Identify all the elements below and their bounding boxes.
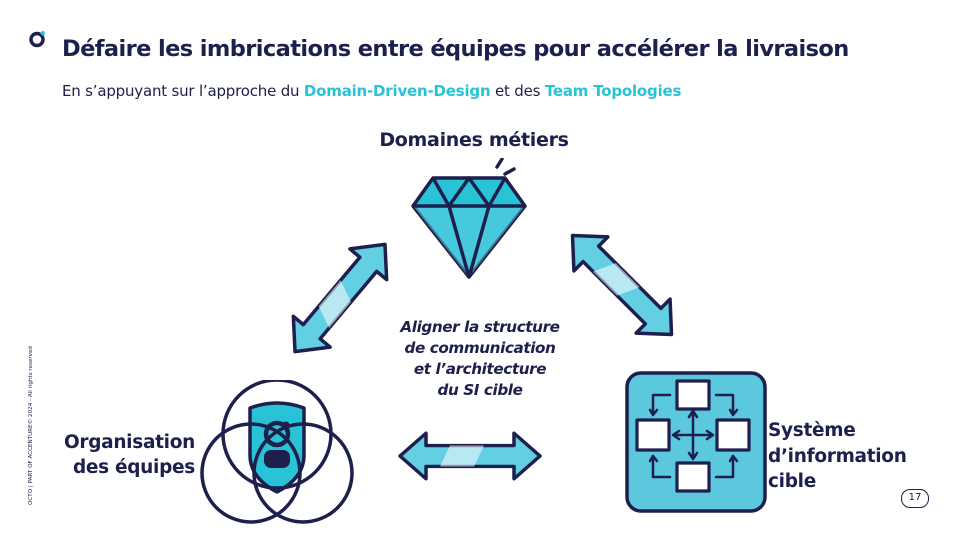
subtitle-team-topologies-highlight: Team Topologies xyxy=(544,82,682,100)
double-arrow-bottom xyxy=(398,431,542,481)
domaines-metiers-label: Domaines métiers xyxy=(379,129,569,151)
organisation-equipes-label: Organisation des équipes xyxy=(40,430,195,480)
logo-icon xyxy=(29,31,45,48)
copyright-notice: OCTO | PART OF ACCENTURE© 2024 - All rig… xyxy=(28,346,34,505)
systeme-label-line2: d’information xyxy=(768,445,907,467)
systeme-label-line3: cible xyxy=(768,471,816,492)
center-caption: Aligner la structure de communication et… xyxy=(375,317,585,401)
center-caption-line4: du SI cible xyxy=(437,381,523,399)
diamond-icon xyxy=(411,158,527,279)
center-caption-line2: de communication xyxy=(404,339,556,357)
subtitle-prefix: En s’appuyant sur l’approche du xyxy=(62,82,304,100)
orga-label-line1: Organisation xyxy=(63,432,195,453)
subtitle-middle: et des xyxy=(490,82,545,100)
page-title: Défaire les imbrications entre équipes p… xyxy=(62,36,849,62)
systeme-label-line1: Système xyxy=(768,420,856,441)
orga-label-line2: des équipes xyxy=(72,457,195,478)
center-caption-line3: et l’architecture xyxy=(413,360,547,378)
page-subtitle: En s’appuyant sur l’approche du Domain-D… xyxy=(62,82,681,100)
subtitle-ddd-highlight: Domain-Driven-Design xyxy=(303,82,491,100)
systeme-information-label: Système d’information cible xyxy=(768,418,938,495)
team-venn-icon xyxy=(200,380,354,524)
center-caption-line1: Aligner la structure xyxy=(400,318,560,336)
page-number-badge: 17 xyxy=(901,489,929,508)
system-blocks-icon xyxy=(625,371,767,513)
